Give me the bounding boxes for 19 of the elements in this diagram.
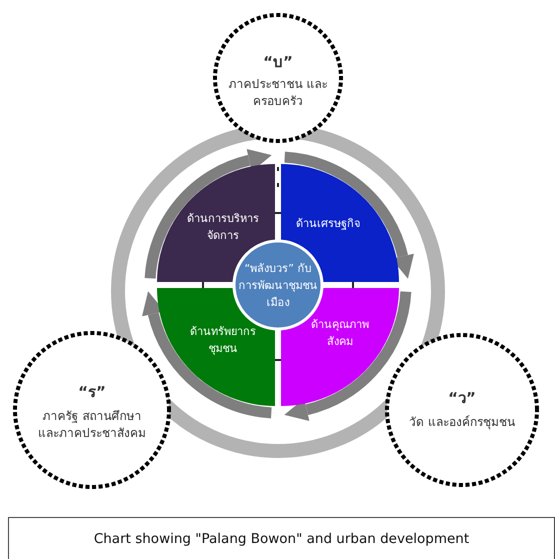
dotted-circle xyxy=(12,330,172,490)
dotted-circle xyxy=(212,12,344,144)
cycle-arrow xyxy=(284,152,414,278)
circle-text: วัด และองค์กรชุมชน xyxy=(408,414,516,432)
segment-label: ด้านเศรษฐกิจ xyxy=(295,216,361,232)
circle-text: ภาครัฐ สถานศึกษา และภาคประชาสังคม xyxy=(37,408,147,442)
circle-text: ภาคประชาชน และ ครอบครัว xyxy=(228,76,328,110)
circle-heading: “ว” xyxy=(447,388,477,409)
circle-heading: “ร” xyxy=(77,382,107,403)
dotted-circle xyxy=(384,332,540,488)
cycle-arrow xyxy=(144,149,272,279)
center-label: “พลังบวร” กับการพัฒนาชุมชนเมือง xyxy=(238,260,318,311)
caption: Chart showing "Palang Bowon" and urban development xyxy=(8,517,555,559)
segment-label: ด้านคุณภาพสังคม xyxy=(310,317,370,350)
cycle-arrow xyxy=(284,291,412,421)
segment-label: ด้านทรัพยากรชุมชน xyxy=(189,324,257,358)
cycle-arrow xyxy=(142,292,272,418)
segment-label: ด้านการบริหารจัดการ xyxy=(186,211,260,244)
circle-heading: “บ” xyxy=(262,52,294,73)
